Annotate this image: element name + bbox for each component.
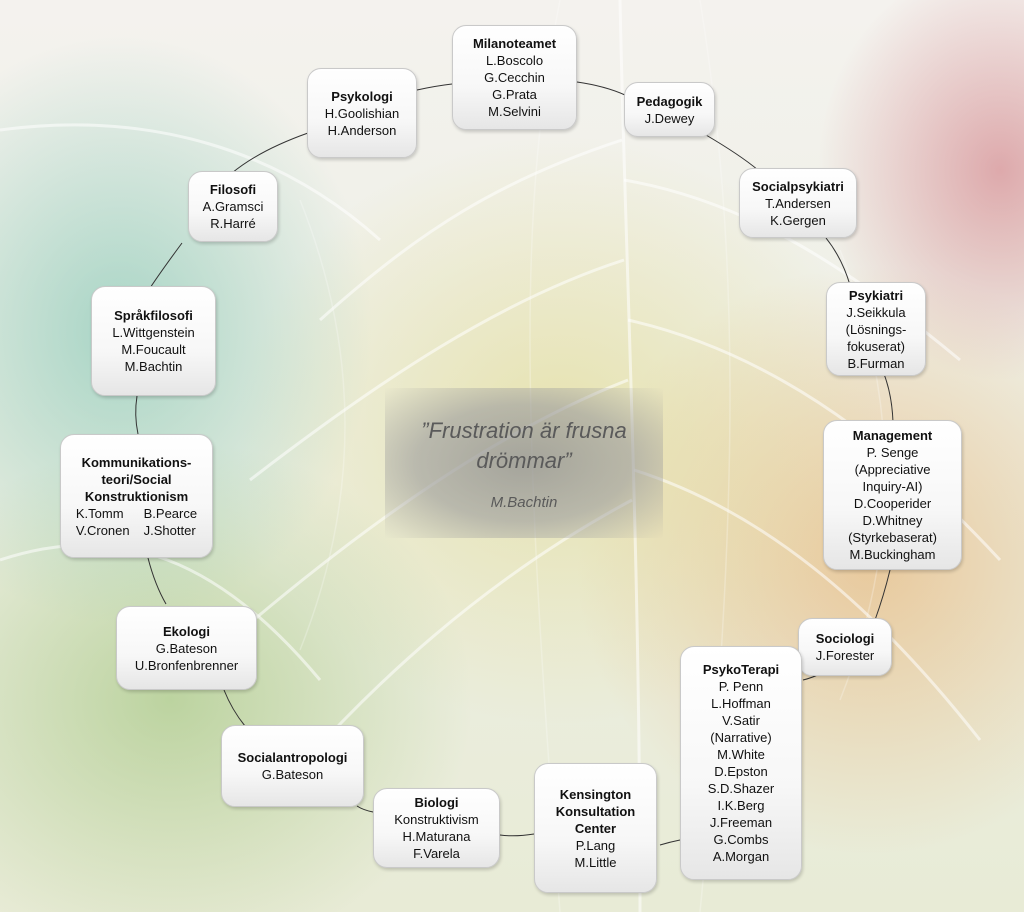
- node-title: Socialantropologi: [237, 750, 348, 765]
- node-line: G.Bateson: [155, 640, 218, 656]
- node-milanoteamet: Milanoteamet L.Boscolo G.Cecchin G.Prata…: [452, 25, 577, 130]
- node-title: Milanoteamet: [472, 36, 557, 51]
- quote-text-line: drömmar”: [476, 447, 572, 473]
- node-sociologi: Sociologi J.Forester: [798, 618, 892, 676]
- node-line: H.Maturana: [402, 829, 471, 844]
- node-biologi: Biologi Konstruktivism H.Maturana F.Vare…: [373, 788, 500, 868]
- node-title: Pedagogik: [636, 93, 703, 109]
- node-socialpsykiatri: Socialpsykiatri T.Andersen K.Gergen: [739, 168, 857, 238]
- node-sprakfilosofi: Språkfilosofi L.Wittgenstein M.Foucault …: [91, 286, 216, 396]
- node-line: G.Prata: [492, 87, 537, 102]
- node-line: H.Goolishian: [324, 105, 400, 121]
- node-title: Språkfilosofi: [114, 308, 193, 323]
- node-line: J.Shotter: [143, 522, 196, 538]
- node-line: M.Foucault: [121, 342, 186, 357]
- node-management: Management P. Senge (Appreciative Inquir…: [823, 420, 962, 570]
- node-line: A.Gramsci: [202, 199, 264, 214]
- node-line: I.K.Berg: [717, 798, 765, 813]
- node-line: D.Cooperider: [853, 496, 932, 511]
- node-line: B.Pearce: [143, 505, 198, 521]
- node-title: Sociologi: [815, 631, 875, 646]
- node-kensington: Kensington Konsultation Center P.Lang M.…: [534, 763, 657, 893]
- node-line: M.White: [717, 747, 765, 762]
- node-line: S.D.Shazer: [707, 781, 775, 796]
- node-line: A.Morgan: [712, 849, 770, 864]
- node-title: Socialpsykiatri: [752, 178, 844, 194]
- node-line: U.Bronfenbrenner: [134, 657, 239, 673]
- node-line: T.Andersen: [765, 195, 831, 211]
- node-pedagogik: Pedagogik J.Dewey: [624, 82, 715, 137]
- node-line: B.Furman: [847, 355, 905, 371]
- node-line: K.Gergen: [770, 212, 826, 228]
- node-line: H.Anderson: [327, 122, 397, 138]
- node-line: L.Wittgenstein: [112, 325, 195, 340]
- node-line: M.Bachtin: [124, 359, 183, 374]
- node-title-line: teori/Social: [101, 471, 172, 487]
- node-line: V.Cronen: [75, 522, 130, 538]
- node-title: Filosofi: [209, 182, 257, 197]
- node-line: (Styrkebaserat): [848, 530, 937, 545]
- node-line: P. Senge: [866, 445, 919, 460]
- node-line: G.Combs: [713, 832, 769, 847]
- node-title: Psykiatri: [848, 287, 904, 303]
- node-line: Konstruktivism: [394, 812, 479, 827]
- node-line: F.Varela: [413, 846, 460, 861]
- node-line: J.Forester: [815, 648, 875, 663]
- node-ekologi: Ekologi G.Bateson U.Bronfenbrenner: [116, 606, 257, 690]
- node-line: (Appreciative: [854, 462, 931, 477]
- node-title: Ekologi: [163, 623, 210, 639]
- node-psykoterapi: PsykoTerapi P. Penn L.Hoffman V.Satir (N…: [680, 646, 802, 880]
- node-line: Inquiry-AI): [862, 479, 923, 494]
- node-line: fokuserat): [847, 338, 905, 354]
- node-line: D.Epston: [714, 764, 768, 779]
- node-line: L.Boscolo: [485, 53, 544, 68]
- node-line: P. Penn: [718, 679, 764, 694]
- quote-author: M.Bachtin: [490, 493, 558, 511]
- node-socialantropologi: Socialantropologi G.Bateson: [221, 725, 364, 807]
- node-name-grid: K.Tomm B.Pearce V.Cronen J.Shotter: [76, 505, 197, 539]
- node-title: Management: [852, 428, 933, 443]
- node-line: V.Satir: [722, 713, 760, 728]
- node-line: (Narrative): [710, 730, 772, 745]
- node-title-line: Konstruktionism: [84, 488, 189, 504]
- node-title: PsykoTerapi: [702, 662, 780, 677]
- node-line: J.Seikkula: [846, 304, 906, 320]
- node-line: D.Whitney: [862, 513, 923, 528]
- node-title: Biologi: [414, 795, 459, 810]
- node-line: L.Hoffman: [711, 696, 771, 711]
- node-line: R.Harré: [210, 216, 256, 231]
- node-psykologi: Psykologi H.Goolishian H.Anderson: [307, 68, 417, 158]
- quote-box: ”Frustration är frusna drömmar” M.Bachti…: [385, 388, 663, 538]
- node-title: Psykologi: [331, 88, 393, 104]
- node-line: M.Selvini: [488, 104, 541, 119]
- node-psykiatri: Psykiatri J.Seikkula (Lösnings- fokusera…: [826, 282, 926, 376]
- node-filosofi: Filosofi A.Gramsci R.Harré: [188, 171, 278, 242]
- quote-text-line: ”Frustration är frusna: [421, 417, 627, 443]
- node-line: M.Buckingham: [849, 547, 936, 562]
- node-line: J.Dewey: [644, 110, 695, 126]
- node-line: (Lösnings-: [845, 321, 907, 337]
- node-line: J.Freeman: [709, 815, 773, 830]
- node-line: G.Cecchin: [484, 70, 545, 85]
- node-line: G.Bateson: [261, 767, 324, 782]
- node-title-line: Kommunikations-: [81, 454, 192, 470]
- node-line: K.Tomm: [75, 505, 124, 521]
- node-title-line: Konsultation: [555, 803, 636, 819]
- node-title-line: Kensington: [559, 786, 632, 802]
- node-line: P.Lang: [575, 837, 616, 853]
- node-line: M.Little: [574, 854, 617, 870]
- node-kommunikationsteori: Kommunikations- teori/Social Konstruktio…: [60, 434, 213, 558]
- node-title-line: Center: [574, 820, 617, 836]
